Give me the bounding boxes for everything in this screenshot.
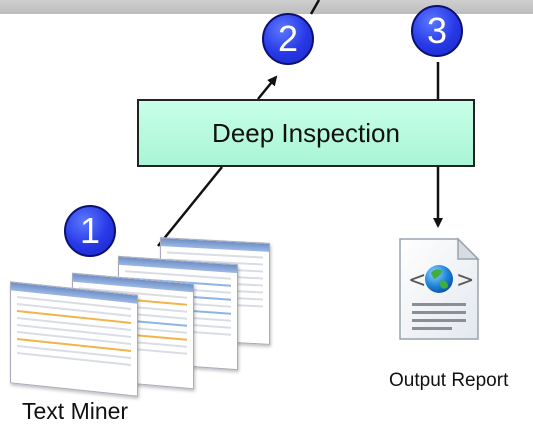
line-2-up [309,0,321,15]
output-report-icon: < > [399,237,480,340]
screenshot-1 [10,281,138,397]
svg-text:<: < [408,268,426,293]
text-miner-icon [10,237,280,397]
deep-inspection-box: Deep Inspection [137,99,475,167]
top-bar [0,0,533,14]
step-1-badge: 1 [64,205,116,257]
text-miner-label: Text Miner [22,398,129,424]
svg-text:>: > [456,268,474,293]
miner-to-inspection-line [157,166,223,247]
inspection-to-2-arrow [257,75,278,100]
step-2-badge: 2 [262,13,314,65]
step-3-badge: 3 [411,5,463,57]
output-report-label: Output Report [389,370,509,391]
